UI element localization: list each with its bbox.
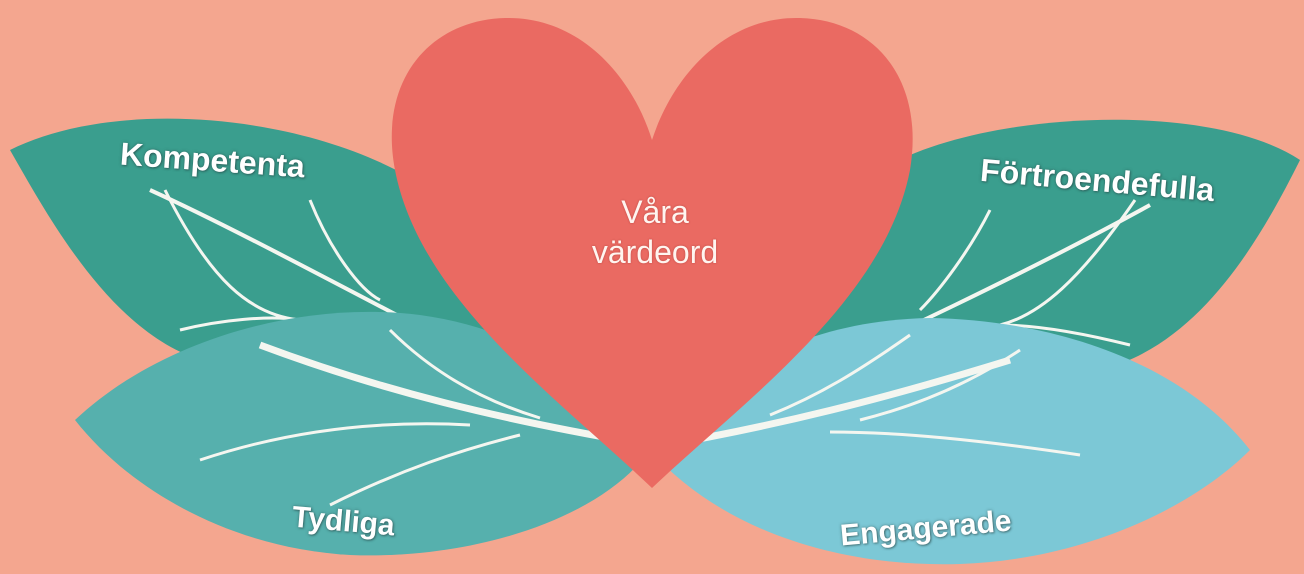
vein [258, 341, 651, 449]
center-title-line2: värdeord [591, 234, 719, 270]
leaf-bottom-left [75, 311, 650, 556]
center-title: Våra värdeord [560, 192, 750, 272]
vein [163, 189, 381, 332]
vein [199, 328, 541, 507]
heart [391, 17, 913, 488]
vein [918, 199, 1137, 347]
leaf-bottom-right [650, 318, 1250, 565]
vein [769, 333, 1081, 457]
center-title-line1: Våra [621, 194, 689, 230]
